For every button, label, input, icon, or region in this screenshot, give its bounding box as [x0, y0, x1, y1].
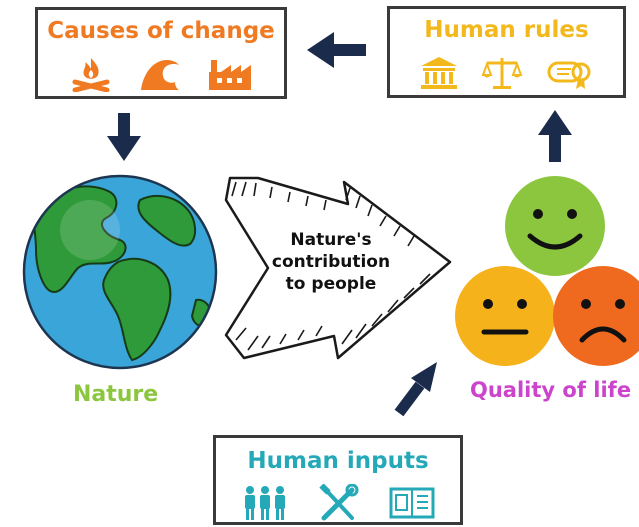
neutral-face-icon: [455, 266, 555, 366]
human-inputs-title: Human inputs: [247, 448, 429, 474]
arrow-inputs-to-quality: [394, 362, 437, 417]
arrow-quality-to-rules: [538, 110, 572, 162]
sad-face-icon: [553, 266, 639, 366]
causes-of-change-box: Causes of change: [35, 7, 287, 99]
nature-label: Nature: [73, 382, 159, 407]
contribution-line1: Nature's: [290, 230, 372, 250]
people-icon: [245, 486, 285, 520]
quality-of-life-label: Quality of life: [470, 378, 632, 402]
diploma-icon: [547, 61, 590, 89]
tools-icon: [319, 484, 359, 521]
human-rules-box: Human rules: [387, 6, 626, 98]
wave-icon: [141, 60, 179, 90]
scales-icon: [481, 58, 522, 89]
human-rules-title: Human rules: [424, 17, 589, 43]
contribution-line2: contribution: [271, 252, 391, 272]
arrow-rules-to-causes: [307, 32, 366, 68]
arrow-causes-to-nature: [107, 113, 141, 161]
fire-icon: [72, 58, 110, 92]
happy-face-icon: [505, 176, 605, 276]
contribution-line3: to people: [285, 274, 377, 294]
human-inputs-box: Human inputs: [213, 435, 463, 525]
government-building-icon: [420, 57, 457, 89]
book-icon: [389, 487, 435, 519]
factory-icon: [209, 60, 251, 90]
causes-of-change-title: Causes of change: [47, 18, 275, 44]
